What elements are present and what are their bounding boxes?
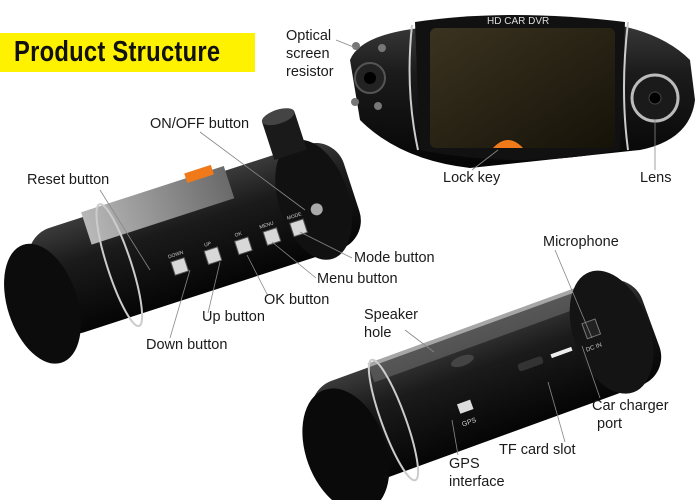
- down-key-text: DOWN: [167, 250, 184, 261]
- label-speaker-hole: Speaker hole: [364, 306, 418, 342]
- label-menu: Menu button: [317, 271, 398, 287]
- label-line: screen: [286, 46, 330, 62]
- label-reset: Reset button: [27, 172, 110, 188]
- bottom-leader-lines: [404, 249, 601, 456]
- label-line: GPS: [449, 456, 480, 472]
- device-port-side: GPS DC IN: [302, 270, 662, 500]
- label-gps-interface: GPS interface: [449, 455, 505, 491]
- label-line: port: [597, 416, 622, 432]
- label-tf-card: TF card slot: [499, 442, 576, 458]
- label-optical-resistor: Optical screen resistor: [286, 27, 334, 81]
- device-button-side: DOWN UP OK MENU MODE: [4, 108, 361, 364]
- speaker-hole-icon: [450, 354, 474, 368]
- label-line: hole: [364, 325, 392, 341]
- menu-key-text: MENU: [259, 220, 275, 230]
- left-leader-lines: [99, 131, 353, 339]
- label-car-charger: Car charger port: [592, 397, 669, 433]
- label-up: Up button: [202, 309, 265, 325]
- label-line: Speaker: [364, 307, 419, 323]
- label-line: interface: [449, 474, 505, 490]
- label-ok: OK button: [264, 292, 330, 308]
- gps-port-icon: [456, 399, 474, 414]
- label-line: Optical: [286, 28, 332, 44]
- title-banner: Product Structure: [0, 33, 255, 72]
- label-mode: Mode button: [354, 250, 435, 266]
- mode-key-text: MODE: [286, 211, 303, 222]
- label-lock-key: Lock key: [443, 170, 501, 186]
- label-line: Car charger: [592, 398, 669, 414]
- label-on-off: ON/OFF button: [150, 116, 250, 132]
- lock-key-icon: [493, 140, 523, 148]
- label-lens: Lens: [640, 170, 672, 186]
- page-title: Product Structure: [14, 36, 221, 68]
- brand-text: HD CAR DVR: [487, 16, 549, 27]
- ok-key-text: OK: [234, 231, 243, 239]
- label-line: resistor: [286, 64, 334, 80]
- device-front-view: HD CAR DVR: [335, 15, 695, 171]
- gps-port-text: GPS: [461, 417, 478, 429]
- dc-port-icon: [581, 318, 602, 340]
- label-down: Down button: [146, 337, 228, 353]
- label-microphone: Microphone: [543, 234, 619, 250]
- up-key-text: UP: [204, 241, 213, 249]
- tf-slot-icon: [550, 346, 573, 359]
- dc-port-text: DC IN: [585, 342, 602, 353]
- screen: [430, 28, 615, 148]
